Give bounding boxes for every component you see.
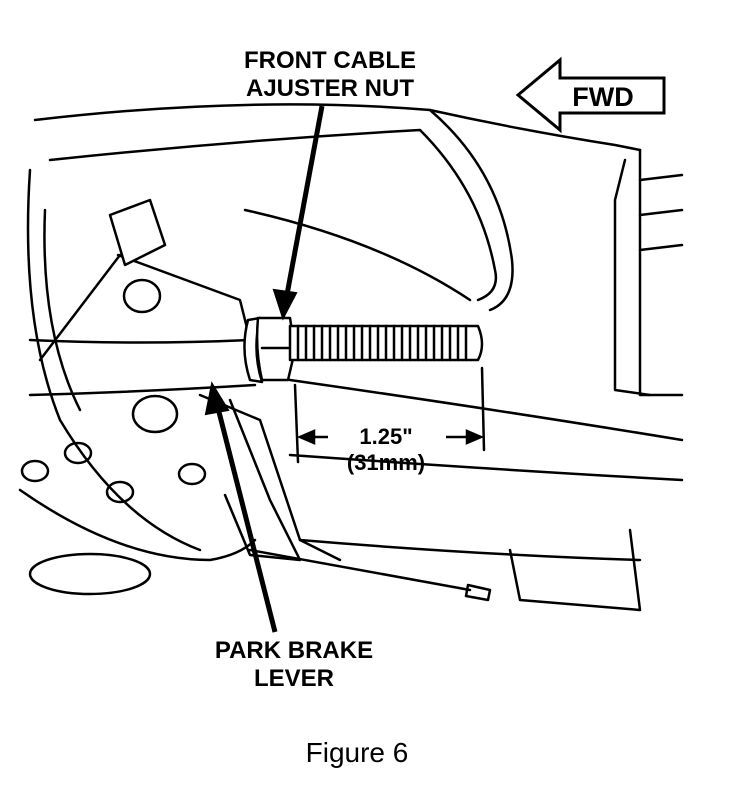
fwd-arrow-icon — [515, 56, 666, 134]
bracket-lower — [198, 393, 342, 562]
frame-rail-upper — [288, 378, 684, 442]
fwd-label: FWD — [572, 82, 633, 112]
dimension-ext-left — [293, 383, 300, 464]
dimension-label-line2: (31mm) — [347, 450, 425, 475]
hub-lower — [28, 383, 257, 397]
fender-inner-arc — [48, 128, 498, 302]
hub-edge — [28, 338, 252, 344]
park-brake-arrowhead — [204, 381, 230, 416]
park-brake-leader — [215, 407, 278, 633]
body-panel-right — [638, 148, 684, 397]
cable-end — [464, 583, 492, 602]
hub-hole — [131, 394, 179, 434]
fender-outer-arc — [33, 103, 514, 312]
cable-bracket — [38, 253, 252, 362]
front-cable-label-line2: AJUSTER NUT — [246, 75, 414, 102]
frame-rail-lower — [298, 538, 642, 562]
dimension-ext-right — [480, 366, 486, 452]
cable-boot — [108, 198, 167, 267]
front-cable-arrowhead — [272, 288, 298, 321]
front-cable-label-line1: FRONT CABLE — [244, 47, 416, 74]
park-brake-cable — [248, 548, 472, 592]
dimension-arrowhead-right — [465, 429, 485, 445]
park-brake-label-line1: PARK BRAKE — [215, 637, 373, 664]
figure-caption: Figure 6 — [306, 737, 409, 768]
body-panel-top — [428, 108, 642, 152]
lug-hole — [105, 480, 135, 504]
dimension-label-line1: 1.25" — [359, 424, 412, 449]
park-brake-label-line2: LEVER — [254, 665, 334, 692]
lug-hole — [28, 552, 152, 596]
dimension-arrowhead-left — [296, 429, 316, 445]
lug-hole — [177, 462, 207, 486]
body-panel-slats — [638, 173, 684, 252]
front-cable-leader — [283, 105, 325, 301]
frame-rail-mid — [288, 453, 684, 482]
lug-hole — [20, 459, 50, 483]
rod-threads — [296, 324, 468, 362]
fender-lower-edge — [243, 208, 472, 302]
rotor-rim — [18, 488, 257, 562]
backing-plate-inner — [43, 208, 82, 412]
frame-bracket — [508, 528, 642, 612]
lug-hole — [63, 441, 93, 465]
hub-hole — [122, 278, 162, 314]
body-panel-bracket — [613, 158, 652, 397]
backing-plate-outer — [26, 168, 202, 552]
